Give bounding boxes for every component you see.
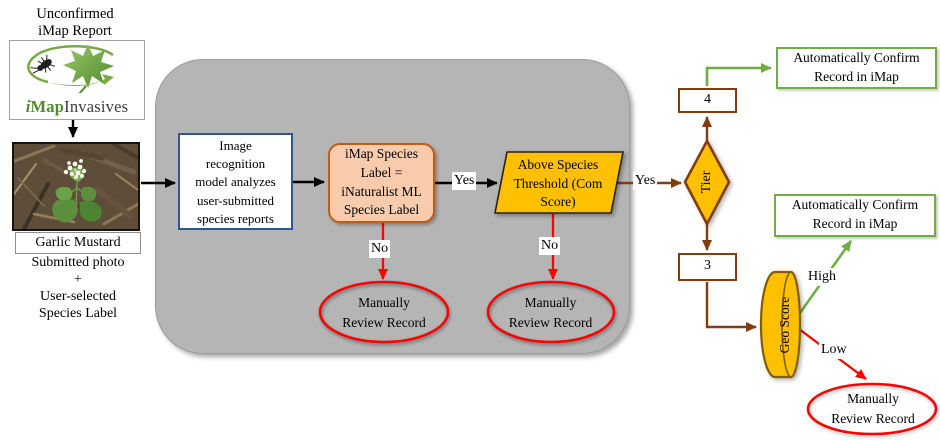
edge-label-no-2: No bbox=[539, 237, 561, 255]
geo-score-cylinder bbox=[759, 270, 802, 379]
imapinvasives-logo-box: iMapInvasives bbox=[9, 40, 145, 120]
edge-label-no-1: No bbox=[369, 240, 391, 258]
species-threshold-label: Above Species Threshold (Com Score) bbox=[513, 157, 603, 209]
flower-cluster bbox=[63, 159, 87, 180]
tier-diamond-label: Tier bbox=[699, 170, 714, 194]
photo-illustration bbox=[10, 142, 140, 231]
plant-leaves bbox=[52, 167, 102, 223]
tier-4-box: 4 bbox=[678, 88, 737, 113]
manual-review-label-geo: Manually Review Record bbox=[831, 391, 915, 426]
bug-icon bbox=[30, 54, 56, 74]
photo-caption: Submitted photo + User-selected Species … bbox=[31, 255, 125, 321]
imapinvasives-wordmark: iMapInvasives bbox=[10, 97, 144, 117]
brown-connectors bbox=[617, 116, 757, 332]
species-label-match-box: iMap Species Label = iNaturalist ML Spec… bbox=[328, 143, 435, 223]
edge-label-yes-1: Yes bbox=[452, 172, 477, 190]
image-recognition-process-box: Image recognition model analyzes user-su… bbox=[178, 133, 293, 230]
edge-label-low: Low bbox=[819, 341, 849, 359]
geo-score-label: Geo Score bbox=[777, 296, 792, 354]
manual-review-label-right: Manually Review Record bbox=[508, 295, 593, 330]
logo-suffix: Invasives bbox=[64, 97, 129, 116]
tier-diamond bbox=[683, 138, 731, 227]
garlic-mustard-photo bbox=[10, 142, 140, 231]
logo-map: Map bbox=[30, 97, 65, 116]
imapinvasives-logo-graphic bbox=[27, 44, 114, 95]
logo-i: i bbox=[25, 97, 31, 116]
auto-confirm-box-mid: Automatically Confirm Record in iMap bbox=[774, 194, 936, 237]
manual-review-ellipse-geo bbox=[806, 382, 938, 436]
photo-species-label: Garlic Mustard bbox=[15, 232, 141, 254]
auto-confirm-box-top: Automatically Confirm Record in iMap bbox=[776, 47, 937, 89]
unconfirmed-report-title: Unconfirmed iMap Report bbox=[36, 6, 114, 39]
edge-label-yes-2: Yes bbox=[633, 172, 658, 190]
manual-review-label-left: Manually Review Record bbox=[342, 295, 426, 330]
swoosh-arrow-icon bbox=[27, 45, 114, 84]
manual-review-ellipse-right bbox=[486, 280, 616, 344]
threshold-parallelogram bbox=[494, 151, 624, 214]
manual-review-ellipse-left bbox=[318, 280, 450, 344]
maple-leaf-icon bbox=[63, 44, 114, 95]
edge-label-high: High bbox=[806, 268, 838, 286]
tier-3-box: 3 bbox=[678, 253, 737, 281]
twig-litter bbox=[10, 142, 140, 231]
